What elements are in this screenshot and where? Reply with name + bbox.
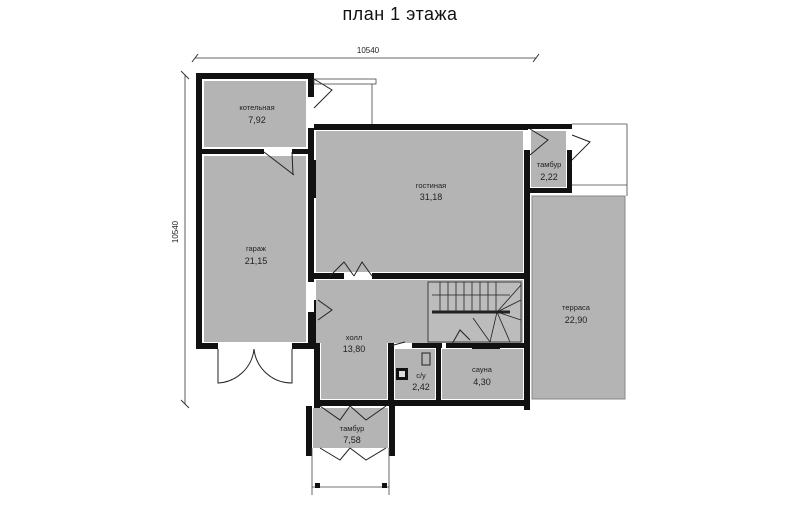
svg-text:сауна: сауна xyxy=(472,365,493,374)
staircase xyxy=(427,281,522,343)
room-wc: с/у 2,42 xyxy=(412,371,430,392)
svg-text:7,92: 7,92 xyxy=(248,115,266,125)
terrace-outlines xyxy=(311,78,628,495)
svg-text:2,22: 2,22 xyxy=(540,172,558,182)
svg-text:13,80: 13,80 xyxy=(343,344,366,354)
room-tambour-entrance: тамбур 7,58 xyxy=(340,424,365,445)
room-fills xyxy=(204,81,626,448)
room-tambour-small: тамбур 2,22 xyxy=(537,160,562,182)
doors xyxy=(217,78,591,461)
room-sauna: сауна 4,30 xyxy=(472,365,493,387)
svg-text:терраса: терраса xyxy=(562,303,591,312)
dimension-height-label: 10540 xyxy=(171,220,180,243)
room-living: гостиная 31,18 xyxy=(416,181,447,202)
svg-text:4,30: 4,30 xyxy=(473,377,491,387)
svg-text:тамбур: тамбур xyxy=(537,160,562,169)
room-garage: гараж 21,15 xyxy=(245,244,268,266)
svg-text:7,58: 7,58 xyxy=(343,435,361,445)
svg-text:31,18: 31,18 xyxy=(420,192,443,202)
room-hall: холл 13,80 xyxy=(343,333,366,354)
room-terrace: терраса 22,90 xyxy=(562,303,591,325)
svg-text:котельная: котельная xyxy=(239,103,274,112)
dimension-width-label: 10540 xyxy=(357,46,380,55)
room-kotelnaya: котельная 7,92 xyxy=(239,103,274,125)
dimension-top: 10540 xyxy=(191,46,540,63)
svg-text:22,90: 22,90 xyxy=(565,315,588,325)
svg-text:2,42: 2,42 xyxy=(412,382,430,392)
svg-text:гостиная: гостиная xyxy=(416,181,447,190)
svg-text:гараж: гараж xyxy=(246,244,266,253)
svg-text:холл: холл xyxy=(346,333,362,342)
dimension-left: 10540 xyxy=(171,70,190,409)
plan-title: план 1 этажа xyxy=(342,4,458,24)
toilet-icon xyxy=(421,352,431,366)
svg-text:21,15: 21,15 xyxy=(245,256,268,266)
svg-text:с/у: с/у xyxy=(416,371,426,380)
svg-text:тамбур: тамбур xyxy=(340,424,365,433)
